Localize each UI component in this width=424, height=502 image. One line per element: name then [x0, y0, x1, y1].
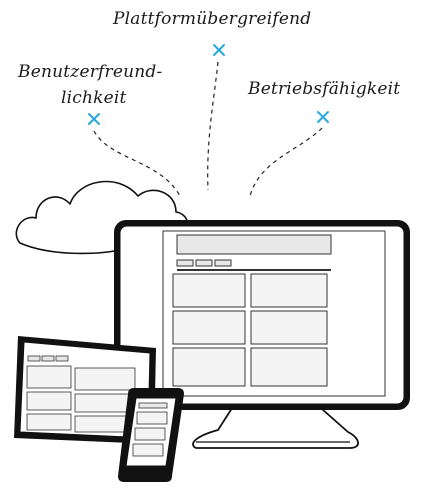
smartphone — [118, 388, 184, 482]
label-benutzerfreundlichkeit-line1: Benutzerfreund- — [18, 62, 163, 82]
x-marker-icon — [317, 111, 329, 123]
label-benutzerfreundlichkeit-line2: lichkeit — [61, 88, 127, 108]
desktop-monitor — [114, 220, 410, 449]
label-plattformuebergreifend: Plattformübergreifend — [113, 9, 312, 29]
x-marker-icon — [213, 44, 225, 56]
dashed-connector — [93, 61, 323, 197]
label-betriebsfaehigkeit: Betriebsfähigkeit — [248, 79, 401, 99]
x-marker-icon — [88, 113, 100, 125]
tablet — [14, 336, 156, 444]
